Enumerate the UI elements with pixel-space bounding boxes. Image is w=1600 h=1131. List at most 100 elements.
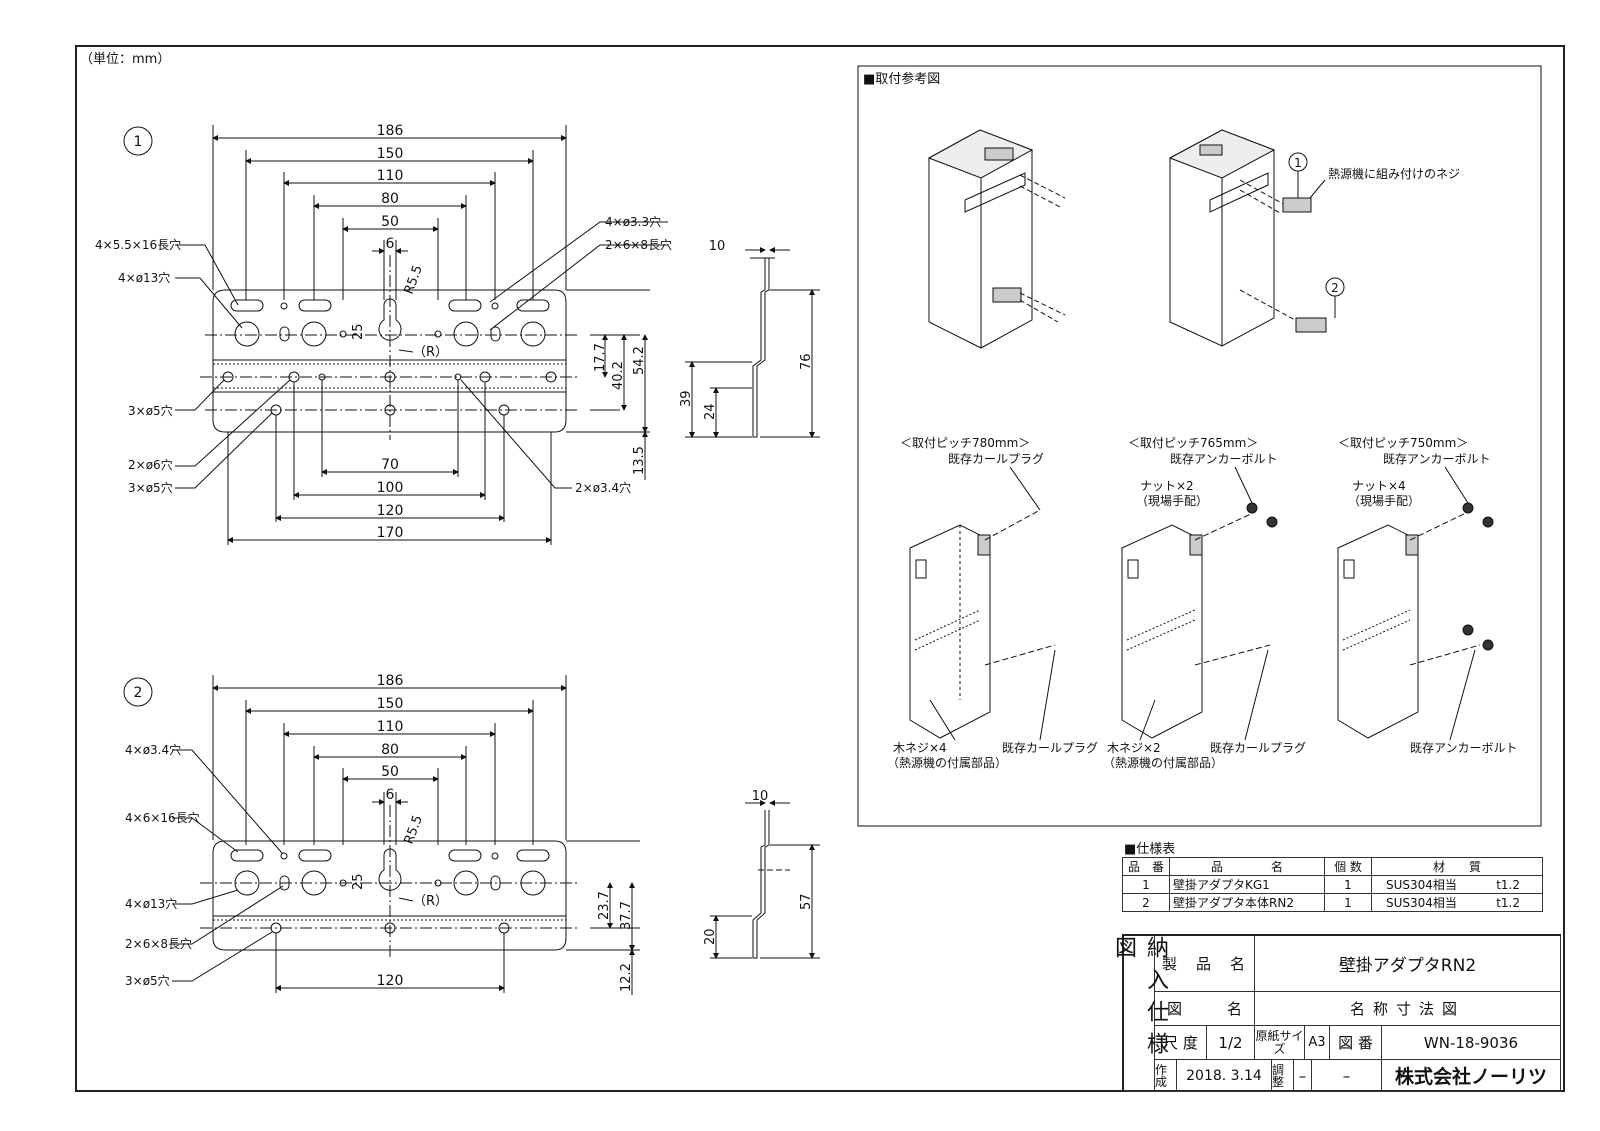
spec-name: 壁掛アダプタKG1: [1169, 875, 1325, 894]
fig2-side-t: 10: [752, 789, 769, 804]
fig1-r-label: （R）: [413, 345, 448, 360]
spec-thickness: t1.2: [1481, 875, 1544, 894]
fig2-dim-6: 6: [386, 787, 395, 803]
fig1-dim-25: 25: [351, 323, 366, 340]
nut-4-sub: （現場手配）: [1348, 494, 1420, 508]
reference-marker-2: 2: [1331, 281, 1339, 295]
curl-plug-top: 既存カールプラグ: [948, 452, 1044, 466]
reference-marker-1: 1: [1294, 156, 1302, 170]
fig1-dim-80: 80: [381, 191, 399, 207]
fig1-label-13: 4×ø13穴: [118, 270, 170, 285]
adjust-label: 調整: [1272, 1060, 1294, 1092]
fig2-dim-110: 110: [377, 719, 404, 735]
title-block: 納入仕様図 製 品 名 壁掛アダプタRN2 図 名 名称寸法図 尺 度 1/2 …: [1111, 934, 1561, 1092]
fig1-radius: R5.5: [402, 263, 426, 296]
spec-col-no: 品 番: [1122, 857, 1170, 876]
drawing-number-label: 図 番: [1330, 1026, 1382, 1060]
pitch-750: ＜取付ピッチ750mm＞: [1338, 436, 1468, 450]
spec-thickness: t1.2: [1481, 893, 1544, 912]
screw-note: 熱源機に組み付けのネジ: [1328, 166, 1460, 181]
fig1-dim-150: 150: [377, 146, 404, 162]
spec-col-name: 品 名: [1169, 857, 1325, 876]
unit-765: [1121, 502, 1278, 739]
wood-screw-4: 木ネジ×4: [893, 741, 947, 755]
anchor-top-750: 既存アンカーボルト: [1383, 452, 1491, 466]
wood-screw-4-sub: （熱源機の付属部品）: [887, 755, 1007, 770]
made-date: 2018. 3.14: [1177, 1060, 1272, 1092]
drawing-label: 図 名: [1155, 992, 1255, 1026]
spec-qty: 1: [1324, 893, 1372, 912]
fig1-marker: 1: [134, 134, 143, 150]
nut-4: ナット×4: [1352, 479, 1406, 493]
unit-780: [909, 509, 1056, 739]
fig2-dim-186: 186: [377, 673, 404, 689]
fig1-dim-110: 110: [377, 168, 404, 184]
wood-screw-2: 木ネジ×2: [1107, 741, 1161, 755]
scale-value: 1/2: [1207, 1026, 1255, 1060]
fig1-dim-40-2: 40.2: [611, 361, 626, 390]
nut-2: ナット×2: [1140, 479, 1194, 493]
spec-header-row: 品 番 品 名 個 数 材 質: [1122, 857, 1543, 876]
fig2-dim-37-7: 37.7: [619, 901, 634, 930]
scale-label: 尺 度: [1155, 1026, 1207, 1060]
fig2-dim-25: 25: [351, 873, 366, 890]
fig2-label-13: 4×ø13穴: [125, 896, 177, 911]
fig2-dim-23-7: 23.7: [597, 891, 612, 920]
fig1-dim-170: 170: [377, 525, 404, 541]
product-label: 製 品 名: [1155, 936, 1255, 992]
drawing-frame: [75, 45, 1565, 1092]
spec-qty: 1: [1324, 875, 1372, 894]
table-row: 1 壁掛アダプタKG1 1 SUS304相当 t1.2: [1122, 875, 1544, 894]
fig1-side-24: 24: [703, 403, 718, 420]
curl-plug-bottom-1: 既存カールプラグ: [1002, 741, 1098, 755]
fig2-dim-12-2: 12.2: [619, 963, 634, 992]
unit-label: （単位：mm）: [80, 52, 171, 67]
adjust-value: –: [1294, 1060, 1312, 1092]
company-name: 株式会社ノーリツ: [1382, 1060, 1561, 1092]
fig1-dim-186: 186: [377, 123, 404, 139]
fig1-side-t: 10: [709, 239, 726, 254]
fig2-r-label: （R）: [413, 894, 448, 909]
paper-size-label: 原紙サイズ: [1255, 1026, 1305, 1060]
drawing-number-value: WN-18-9036: [1382, 1026, 1561, 1060]
pitch-780: ＜取付ピッチ780mm＞: [900, 436, 1030, 450]
unit-top-left: [927, 129, 1066, 349]
fig1-side-76: 76: [799, 353, 814, 370]
spec-col-material: 材 質: [1371, 857, 1543, 876]
fig1-dim-100: 100: [377, 480, 404, 496]
fig1-label-3-4: 2×ø3.4穴: [575, 480, 631, 495]
spec-no: 1: [1122, 875, 1170, 894]
fig1-side-39: 39: [679, 390, 694, 407]
title-block-side-label: 納入仕様図: [1111, 936, 1168, 1092]
figure-1: 1 186 150 110 80 50 6: [95, 123, 820, 545]
made-label: 作成: [1155, 1060, 1177, 1092]
curl-plug-bottom-2: 既存カールプラグ: [1210, 741, 1306, 755]
fig1-label-slot: 4×5.5×16長穴: [95, 237, 181, 252]
fig2-dim-80: 80: [381, 742, 399, 758]
fig2-label-6x8: 2×6×8長穴: [125, 936, 192, 951]
spec-no: 2: [1122, 893, 1170, 912]
drawing-value: 名称寸法図: [1255, 992, 1561, 1026]
fig1-dim-120: 120: [377, 503, 404, 519]
spec-col-qty: 個 数: [1324, 857, 1372, 876]
fig1-dim-70: 70: [381, 457, 399, 473]
spec-table-title: ■仕様表: [1124, 842, 1176, 857]
unit-750: [1337, 502, 1494, 739]
figure-2: 2 186 150 110 80 50 6: [123, 673, 820, 995]
reference-title: ■取付参考図: [863, 71, 940, 87]
fig2-dim-120: 120: [377, 973, 404, 989]
anchor-bottom: 既存アンカーボルト: [1410, 741, 1518, 755]
fig2-side-57: 57: [799, 893, 814, 910]
adjust-value-2: –: [1312, 1060, 1382, 1092]
product-value: 壁掛アダプタRN2: [1255, 936, 1561, 992]
fig2-label-3-4: 4×ø3.4穴: [125, 742, 181, 757]
spec-material: SUS304相当: [1371, 893, 1482, 912]
spec-material: SUS304相当: [1371, 875, 1482, 894]
anchor-top-765: 既存アンカーボルト: [1170, 452, 1278, 466]
fig1-label-6: 2×ø6穴: [128, 457, 173, 472]
spec-table: 品 番 品 名 個 数 材 質 1 壁掛アダプタKG1 1 SUS304相当 t…: [1122, 857, 1544, 912]
wood-screw-2-sub: （熱源機の付属部品）: [1103, 755, 1223, 770]
fig2-label-5: 3×ø5穴: [125, 973, 170, 988]
fig2-side-20: 20: [703, 928, 718, 945]
